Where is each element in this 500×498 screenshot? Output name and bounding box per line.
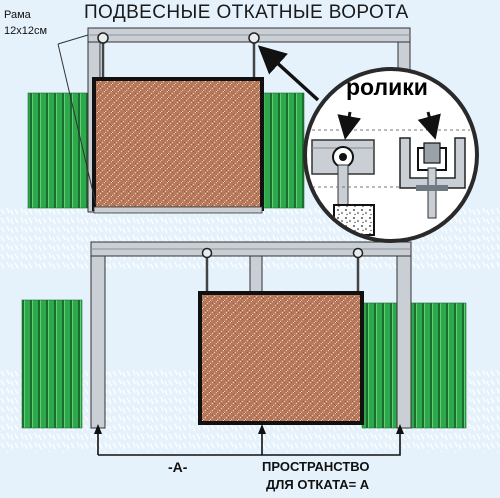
- lower-fence-right: [361, 302, 467, 429]
- upper-roller-left-icon: [97, 32, 109, 44]
- lower-gate-panel: [198, 291, 364, 425]
- lower-roller-left-icon: [201, 247, 213, 259]
- upper-fence-left: [27, 92, 95, 209]
- lower-post-right: [396, 243, 412, 429]
- lower-roller-right-icon: [352, 247, 364, 259]
- lower-scene: [0, 241, 500, 456]
- frame-label-line1: Рама: [4, 9, 31, 21]
- lower-post-left: [90, 243, 106, 429]
- space-label-line1: ПРОСТРАНСТВО: [262, 459, 370, 474]
- arrow-icon: [257, 45, 320, 102]
- upper-fence-right: [263, 92, 305, 209]
- frame-pointer-line-2: [57, 43, 97, 206]
- lower-fence-left: [21, 299, 83, 429]
- frame-pointer-line: [57, 34, 89, 45]
- upper-gate-panel: [92, 77, 264, 211]
- lower-post-middle: [249, 249, 263, 296]
- rollers-label: ролики: [346, 74, 428, 100]
- dimension-label: -А-: [168, 459, 188, 475]
- magnifier-circle-icon: [303, 67, 479, 243]
- space-label-line2: ДЛЯ ОТКАТА= А: [266, 477, 370, 492]
- upper-roller-right-icon: [248, 32, 260, 44]
- diagram-title: ПОДВЕСНЫЕ ОТКАТНЫЕ ВОРОТА: [84, 2, 409, 23]
- frame-label-line2: 12x12см: [4, 25, 48, 37]
